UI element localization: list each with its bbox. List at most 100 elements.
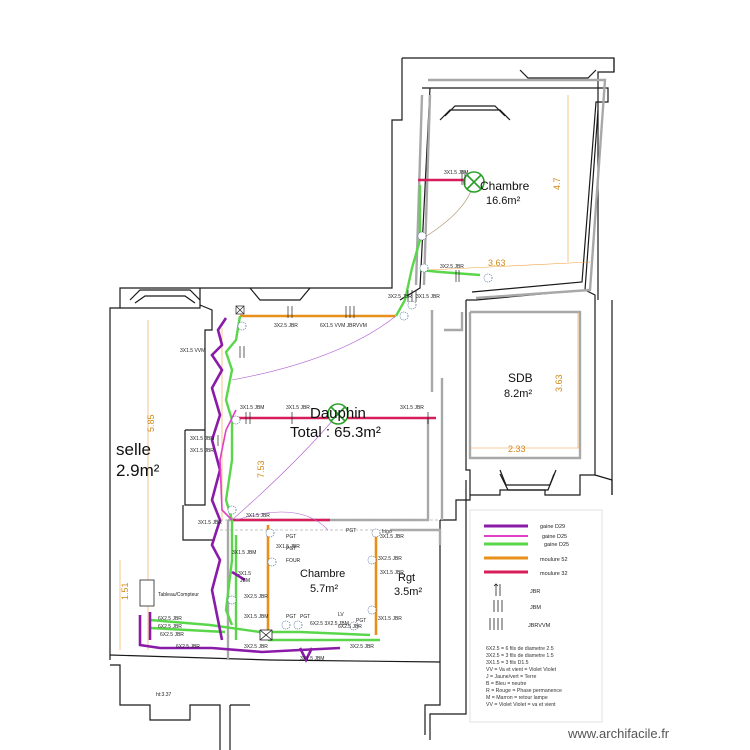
device-label: PGT (300, 614, 310, 620)
legend-note-1: 3X2.5 = 3 fils de diametre 1.5 (486, 653, 554, 659)
cable-label: 3X2.5 JBR (388, 294, 412, 300)
red-moulure-runs (232, 178, 472, 522)
cable-label: 3X1.5 JBM (244, 614, 268, 620)
room-salon-total: Total : 65.3m² (290, 424, 381, 441)
room-top-area: 16.6m² (486, 195, 521, 207)
device-label: LV (338, 612, 344, 618)
cable-label: 3X1.5 JBR (276, 544, 300, 550)
light-fixture-salon (327, 403, 349, 425)
legend-label-2: gaine D25 (544, 542, 569, 548)
dim-left-height: 5.85 (146, 414, 156, 432)
room-salon-name: Dauphin (310, 405, 366, 422)
device-label: PGT (346, 528, 356, 534)
cable-label: 3X1.5 JBR (380, 534, 404, 540)
cable-label: 3X1.5 JBM (190, 436, 214, 442)
cable-label: 3X1.5 JBR (380, 570, 404, 576)
cable-label: 6X2.5 JBR (160, 632, 184, 638)
device-label: PGT (286, 614, 296, 620)
walls (109, 57, 615, 750)
room-left-name: selle (116, 440, 151, 459)
device-labels: PGT PGT FOUR LV PGT PGT PGT frigo PGT (286, 528, 392, 624)
cable-label: 3X1.5 JBM (232, 550, 256, 556)
legend-symbol-jbm-icon (493, 600, 503, 612)
room-rgt-area: 3.5m² (394, 586, 422, 598)
dashed-lines (215, 519, 440, 531)
room-rgt-name: Rgt (398, 572, 415, 584)
legend-symbol-jbr-icon (493, 583, 501, 596)
device-label: PGT (286, 534, 296, 540)
cable-label: 3X1.5 JBM (300, 656, 324, 662)
watermark: www.archifacile.fr (567, 726, 670, 741)
cable-label: 3X1.5 JBR (198, 520, 222, 526)
cable-label: 6X2.5 JBR (158, 624, 182, 630)
legend-symbol-jbrvvm-icon (489, 618, 503, 630)
legend-note-5: B = Bleu = neutre (486, 681, 526, 687)
orange-moulure-runs (240, 314, 395, 640)
cable-label: 3X2.5 JBR (378, 556, 402, 562)
legend: gaine D29 gaine D25 gaine D25 moulure 52… (469, 509, 603, 723)
cable-label: 3X1.5 (238, 571, 251, 577)
dim-top-width: 3.63 (488, 258, 506, 268)
cable-label: JBM (240, 578, 250, 584)
cable-label: 3X2.5 JBR (350, 644, 374, 650)
legend-note-4: J = Jaune/vert = Terre (486, 674, 536, 680)
cable-label: 3X1.5 JBR (416, 294, 440, 300)
cable-markers (217, 170, 466, 446)
legend-symbol-label-1: JBM (530, 605, 541, 611)
cable-label: 6X2.5 JBR (158, 616, 182, 622)
cable-label: 6X1.5 VVM JBRVVM (320, 323, 367, 329)
room-sdb-name: SDB (508, 371, 533, 385)
cable-label: 3X1.5 JBR (190, 448, 214, 454)
device-label: frigo (382, 529, 392, 535)
device-label: PGT (356, 618, 366, 624)
magenta-gaine-runs (219, 409, 237, 521)
cable-label: 3X2.5 JBR (244, 594, 268, 600)
cable-label: 3X1.5 JBM (444, 170, 468, 176)
room-left-area: 2.9m² (116, 461, 160, 480)
cable-label: 3X1.5 VVM (180, 348, 205, 354)
tableau-label: Tableau/Compteur (158, 592, 199, 598)
dim-sdb-height: 3.63 (554, 374, 564, 392)
dim-ht: ht:3.37 (156, 692, 172, 698)
legend-note-2: 3X1.5 = 3 fils D1.5 (486, 660, 529, 666)
dim-main-height: 7.53 (256, 460, 266, 478)
dim-top-height: 4.7 (552, 177, 562, 190)
cable-label: 6X2.5 JBR (338, 624, 362, 630)
legend-note-3: VV = Va et vient = Violet Violet (486, 667, 557, 673)
legend-symbol-label-2: JBRVVM (528, 623, 551, 629)
purple-gaine-runs (138, 317, 341, 663)
device-label: FOUR (286, 558, 301, 564)
cable-label: 6X2.5 3X2.5 JBM (310, 621, 349, 627)
legend-label-3: moulure 52 (540, 557, 568, 563)
device-label: PGT (286, 546, 296, 552)
legend-note-0: 6X2.5 = 6 fils de diametre 2.5 (486, 646, 554, 652)
tableau-box (139, 579, 155, 607)
dim-sdb-width: 2.33 (508, 444, 526, 454)
cable-label: 3X2.5 JBR (440, 264, 464, 270)
legend-label-0: gaine D29 (540, 524, 565, 530)
legend-note-6: R = Rouge = Phase permanence (486, 688, 562, 694)
dim-left-small: 1.51 (120, 582, 130, 600)
cable-label: 3X2.5 JBR (274, 323, 298, 329)
room-chambre-small-name: Chambre (300, 568, 345, 580)
legend-note-7: M = Marron = retour lampe (486, 695, 548, 701)
room-sdb-area: 8.2m² (504, 388, 532, 400)
cable-label: 6X2.5 JBR (176, 644, 200, 650)
light-fixture-top (463, 171, 485, 193)
switch-curves (231, 315, 397, 531)
legend-label-1: gaine D25 (542, 534, 567, 540)
cable-label: 3X1.5 JBR (286, 405, 310, 411)
legend-label-4: moulure 32 (540, 571, 568, 577)
legend-symbol-label-0: JBR (530, 589, 540, 595)
junction-box (235, 305, 273, 641)
room-top-name: Chambre (480, 179, 530, 193)
legend-note-8: VV = Violet Violet = va et vient (486, 702, 556, 708)
cable-label: 3X1.5 JBR (400, 405, 424, 411)
room-chambre-small-area: 5.7m² (310, 583, 338, 595)
green-gaine-runs (149, 185, 481, 642)
cable-label: 3X1.5 JBM (240, 405, 264, 411)
cable-label: 3X2.5 JBR (244, 644, 268, 650)
cable-label: 3X1.5 JBR (378, 616, 402, 622)
cable-label: 3X1.5 JBR (246, 513, 270, 519)
